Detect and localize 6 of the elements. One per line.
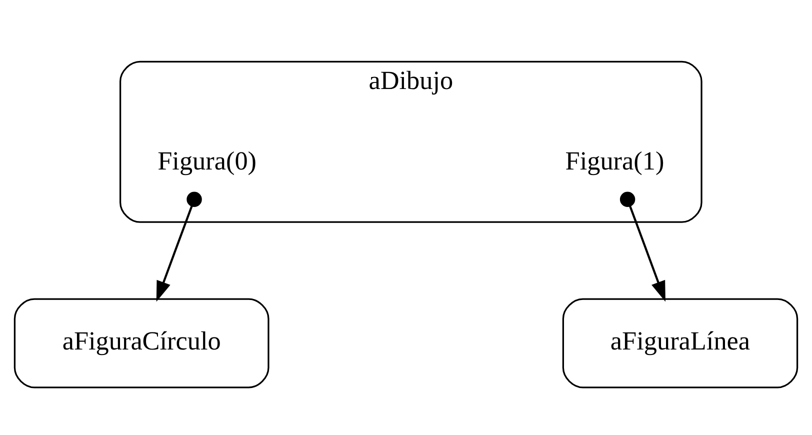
node-box: aFiguraCírculo bbox=[14, 298, 270, 388]
node-text: Figura(1) bbox=[565, 146, 664, 175]
node-box: aFiguraLínea bbox=[562, 298, 798, 388]
arrow bbox=[620, 191, 666, 302]
node-text: Figura(0) bbox=[158, 146, 257, 175]
arrow bbox=[156, 191, 202, 302]
